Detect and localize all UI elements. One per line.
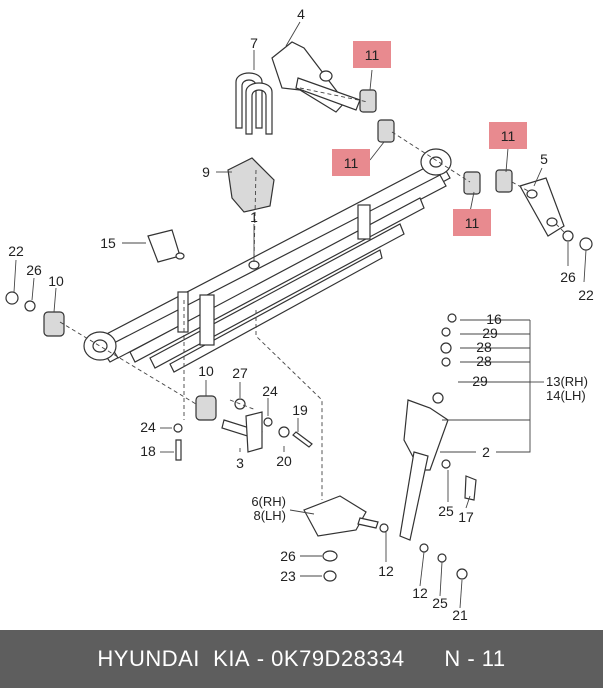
label-21: 21 bbox=[452, 607, 468, 623]
label-19: 19 bbox=[292, 402, 308, 418]
label-20: 20 bbox=[276, 453, 292, 469]
left-bushing-nut-set bbox=[5, 291, 217, 421]
label-27: 27 bbox=[232, 365, 248, 381]
label-17: 17 bbox=[458, 509, 474, 525]
nut-26-right bbox=[562, 230, 574, 242]
leaf-spring-exploded-diagram: 4 7 9 1 15 22 26 10 11 11 11 11 5 26 22 … bbox=[5, 6, 594, 623]
label-29-top: 29 bbox=[482, 325, 498, 341]
assembly-lines bbox=[59, 87, 567, 500]
label-2: 2 bbox=[482, 444, 490, 460]
label-11-top: 11 bbox=[365, 47, 380, 63]
label-22-right: 22 bbox=[578, 287, 594, 303]
footer-spacer bbox=[405, 646, 445, 672]
shackle-pin-set bbox=[173, 398, 313, 461]
label-25-bottom: 25 bbox=[432, 595, 448, 611]
label-26-bottom: 26 bbox=[280, 548, 296, 564]
label-12-left: 12 bbox=[378, 563, 394, 579]
bump-stopper bbox=[227, 157, 275, 213]
highlight-box-11-bottom bbox=[453, 209, 491, 236]
label-26-right: 26 bbox=[560, 269, 576, 285]
label-24-center: 24 bbox=[262, 383, 278, 399]
label-24-left: 24 bbox=[140, 419, 156, 435]
shackle-bracket bbox=[271, 41, 361, 113]
clamp bbox=[147, 229, 185, 263]
label-10-center: 10 bbox=[198, 363, 214, 379]
shackle-plate bbox=[519, 177, 565, 237]
footer-part-number: 0K79D28334 bbox=[271, 646, 405, 671]
footer-ref-label: N - 11 bbox=[444, 646, 506, 671]
label-16: 16 bbox=[486, 311, 502, 327]
leader-lines bbox=[13, 21, 587, 609]
shock-absorber bbox=[399, 313, 477, 541]
label-28-bottom: 28 bbox=[476, 353, 492, 369]
label-13-rh: 13(RH) bbox=[546, 374, 588, 389]
u-bolt bbox=[235, 72, 273, 135]
label-14-lh: 14(LH) bbox=[546, 388, 586, 403]
bushing-11-set bbox=[359, 89, 513, 195]
label-4: 4 bbox=[297, 6, 305, 22]
label-11-right: 11 bbox=[501, 128, 516, 144]
footer-brand: HYUNDAI KIA bbox=[97, 646, 251, 671]
footer-bar: HYUNDAI KIA - 0K79D28334 N - 11 bbox=[0, 630, 603, 688]
label-29-bottom: 29 bbox=[472, 373, 488, 389]
label-10-left: 10 bbox=[48, 273, 64, 289]
label-5: 5 bbox=[540, 151, 548, 167]
label-25-top: 25 bbox=[438, 503, 454, 519]
label-23: 23 bbox=[280, 568, 296, 584]
label-8-lh: 8(LH) bbox=[253, 508, 286, 523]
label-6-rh: 6(RH) bbox=[251, 494, 286, 509]
label-26-left: 26 bbox=[26, 262, 42, 278]
label-3: 3 bbox=[236, 455, 244, 471]
label-18: 18 bbox=[140, 443, 156, 459]
label-22-left: 22 bbox=[8, 243, 24, 259]
label-12-right: 12 bbox=[412, 585, 428, 601]
label-11-bottom: 11 bbox=[465, 215, 480, 231]
footer-separator: - bbox=[250, 646, 272, 671]
label-28-top: 28 bbox=[476, 339, 492, 355]
label-9: 9 bbox=[202, 164, 210, 180]
leaf-spring bbox=[83, 148, 452, 373]
label-1: 1 bbox=[250, 209, 258, 225]
highlight-box-11-left bbox=[332, 149, 370, 176]
highlight-box-11-right bbox=[489, 122, 527, 149]
label-7: 7 bbox=[250, 35, 258, 51]
label-11-left: 11 bbox=[344, 155, 359, 171]
label-15: 15 bbox=[100, 235, 116, 251]
highlight-box-11-top bbox=[353, 41, 391, 68]
nut-22-right bbox=[579, 237, 593, 251]
